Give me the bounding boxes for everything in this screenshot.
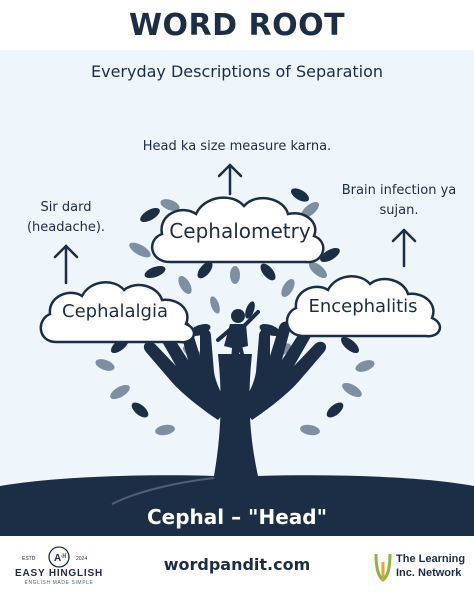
description-encephalitis: Brain infection ya sujan. — [341, 183, 457, 219]
word-cephalometry: Cephalometry — [169, 219, 311, 243]
arrow-up-icon — [217, 163, 243, 196]
subtitle: Everyday Descriptions of Separation — [90, 62, 384, 81]
easy-hinglish-badge-icon: A अ ESTD 2024 — [22, 546, 87, 568]
root-label: Cephal – "Head" — [146, 505, 328, 529]
description-cephalometry: Head ka size measure karna. — [142, 139, 332, 154]
cloud-icon — [39, 281, 196, 344]
word-encephalitis: Encephalitis — [308, 296, 418, 317]
arrow-up-icon — [391, 228, 417, 268]
tree-icon — [0, 354, 474, 536]
svg-text:2024: 2024 — [76, 556, 87, 562]
learning-network-name: The Learning Inc. Network — [396, 553, 466, 580]
learning-network-icon — [374, 553, 392, 582]
description-cephalalgia: Sir dard (headache). — [26, 200, 106, 236]
child-silhouette-icon — [216, 309, 260, 372]
svg-text:ESTD: ESTD — [22, 556, 36, 562]
svg-text:A: A — [54, 553, 61, 564]
easy-hinglish-tagline: ENGLISH MADE SIMPLE — [24, 580, 94, 586]
tree-illustration — [0, 163, 474, 536]
easy-hinglish-logo: A अ ESTD 2024 EASY HINGLISH ENGLISH MADE… — [14, 546, 104, 588]
header: WORD ROOT — [0, 0, 474, 50]
footer — [0, 536, 474, 592]
cloud-icon — [285, 275, 442, 338]
learning-network-logo: The Learning Inc. Network — [372, 548, 472, 588]
page-title: WORD ROOT — [128, 7, 346, 43]
cloud-icon — [150, 196, 325, 264]
easy-hinglish-name: EASY HINGLISH — [14, 568, 103, 579]
site-link[interactable]: wordpandit.com — [163, 555, 311, 574]
hand-icon — [143, 321, 327, 420]
arrow-up-icon — [53, 244, 79, 285]
word-cephalalgia: Cephalalgia — [62, 301, 168, 322]
svg-text:अ: अ — [61, 553, 67, 560]
